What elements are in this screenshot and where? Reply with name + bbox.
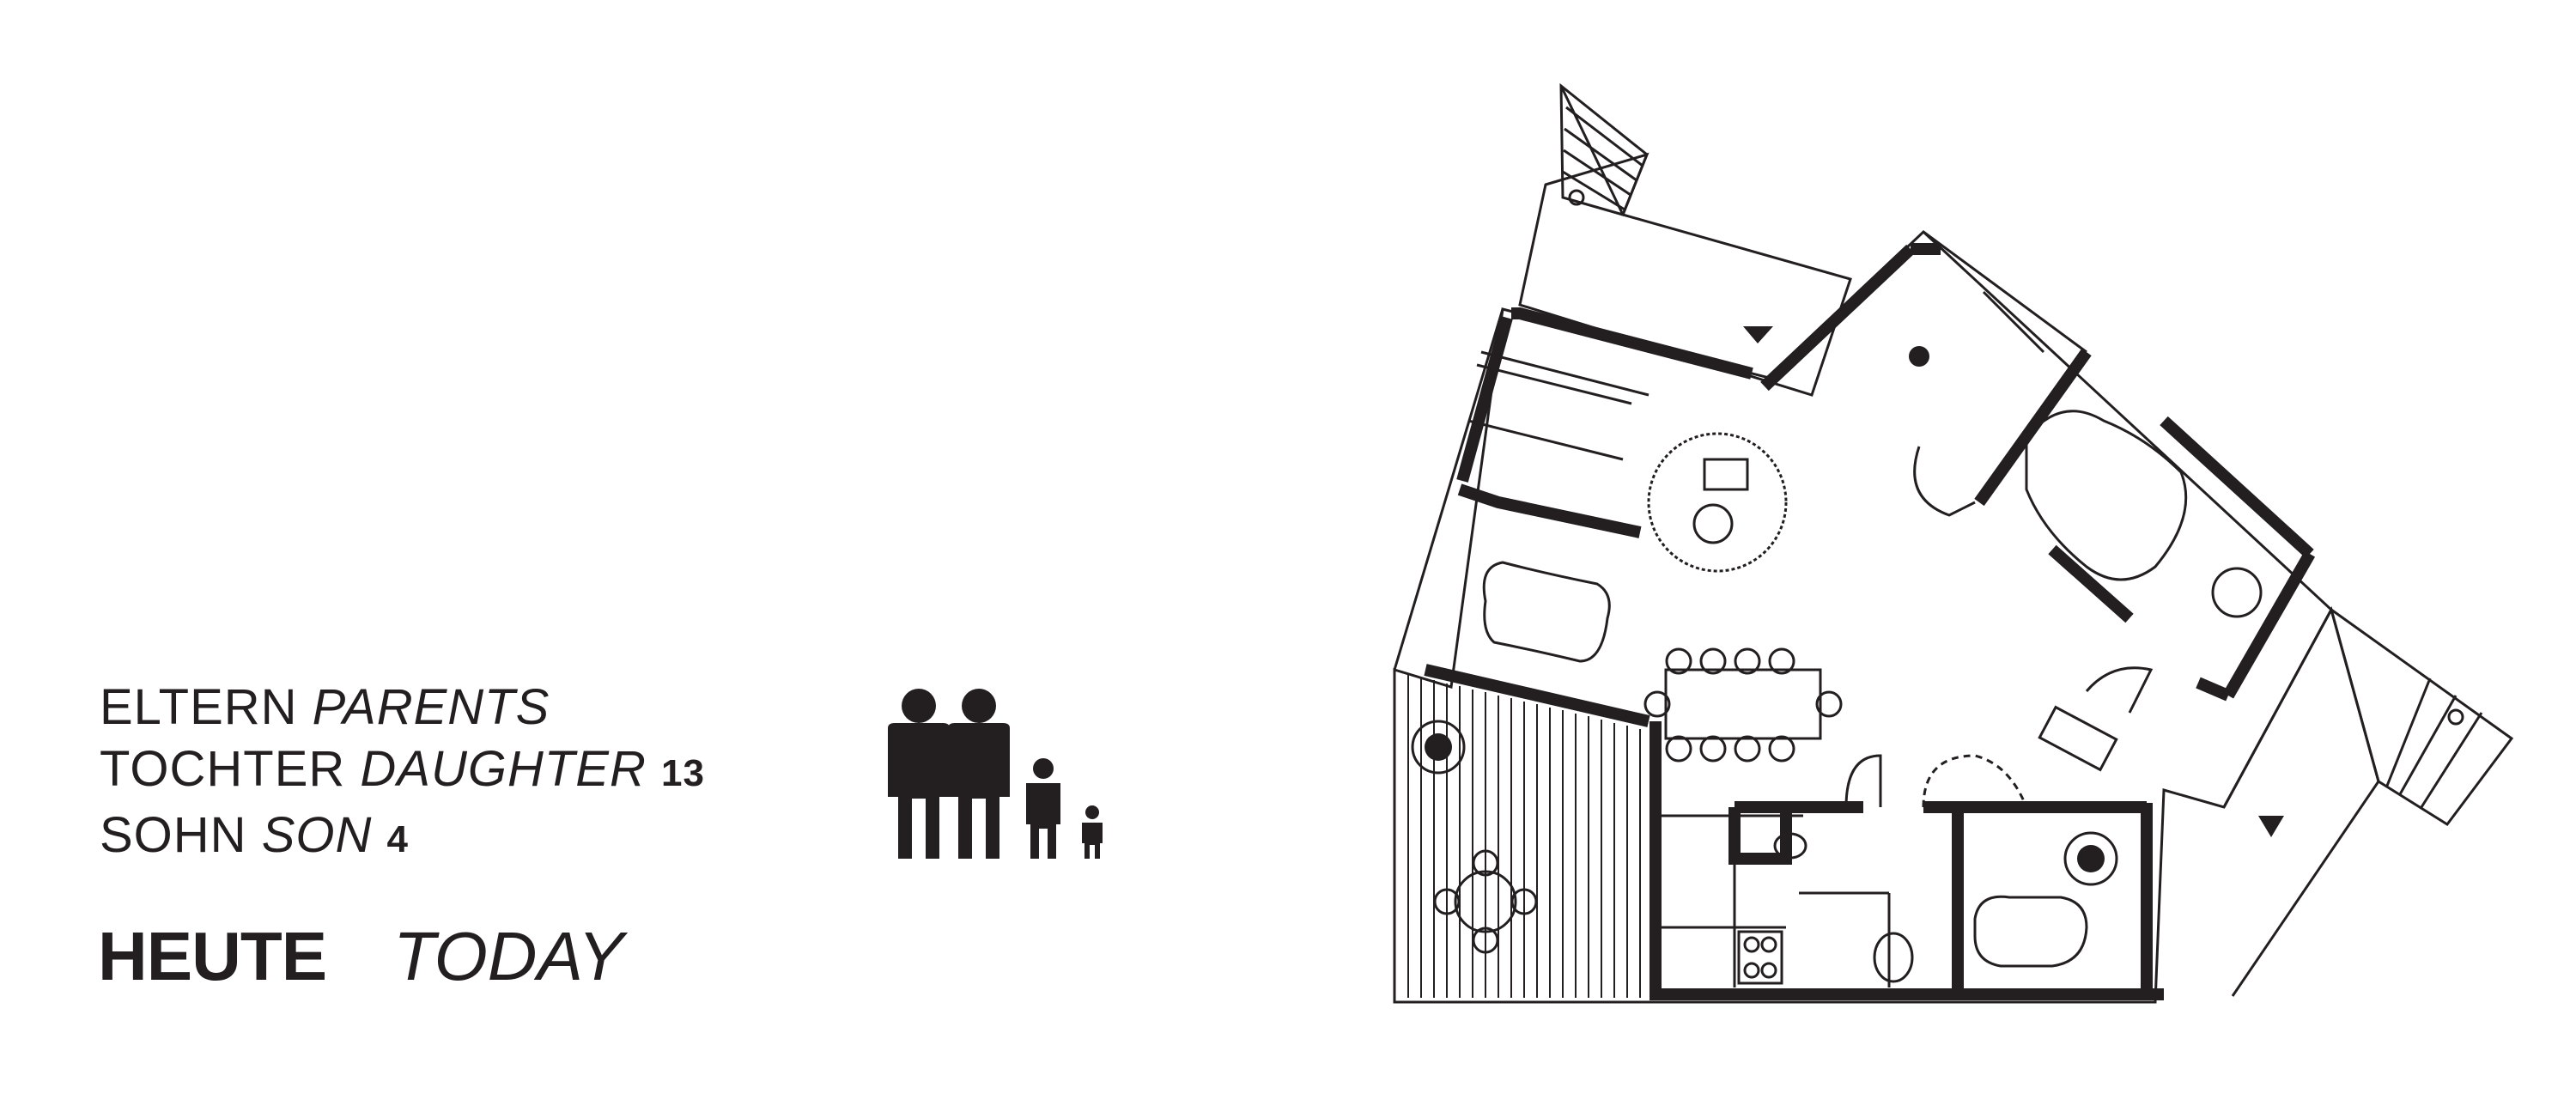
entrance-arrow-icon <box>2258 816 2284 837</box>
chair <box>1699 735 1727 763</box>
door-swing <box>1844 754 1882 808</box>
terrace-chair <box>1433 888 1461 915</box>
terrace-table <box>1454 870 1517 933</box>
toilet-2 <box>1773 832 1807 860</box>
legend-son: SOHN SON 4 <box>100 805 705 871</box>
chair <box>1643 690 1671 718</box>
wall-north <box>1511 307 1753 380</box>
legend: ELTERN PARENTS TOCHTER DAUGHTER 13 SOHN … <box>100 677 705 871</box>
legend-son-de: SOHN <box>100 807 247 863</box>
title-de: HEUTE <box>98 918 327 994</box>
terrace-east <box>2222 606 2380 997</box>
wall-west-outer <box>1393 308 1504 671</box>
bedside-round <box>2211 567 2263 618</box>
wall-bed-south <box>2196 677 2231 702</box>
chair <box>1734 647 1761 675</box>
parent-figure-body <box>948 723 1010 859</box>
legend-parents: ELTERN PARENTS <box>100 677 705 738</box>
closet-line <box>1476 363 1632 405</box>
closet-line <box>1480 350 1649 397</box>
stair-east <box>2329 606 2514 827</box>
chair <box>1665 735 1692 763</box>
armchair <box>1692 503 1734 544</box>
parents-bed <box>2025 410 2188 581</box>
wall-bed-north <box>2160 416 2314 559</box>
chair <box>1665 647 1692 675</box>
chair <box>1699 647 1727 675</box>
house-outline <box>1393 229 2333 1004</box>
legend-son-en: SON <box>261 807 373 863</box>
parent-figure-head <box>962 689 996 723</box>
floor-plan-icon <box>1393 82 2514 1004</box>
chair <box>1734 735 1761 763</box>
entrance-arrow-icon <box>1743 326 1773 343</box>
parent-figure-head <box>902 689 936 723</box>
wall-mid <box>1457 483 1642 538</box>
daughter-figure-head <box>1033 758 1054 779</box>
son-figure-head <box>1085 805 1099 819</box>
small-table <box>1703 458 1749 491</box>
wall-west-upper <box>1456 316 1513 483</box>
bench <box>2038 705 2118 772</box>
study-desk <box>1982 290 2045 354</box>
door-swing <box>1913 446 1976 517</box>
wall-south <box>1649 721 2164 1000</box>
round-rug <box>1647 432 1788 573</box>
stove <box>1737 930 1783 985</box>
legend-daughter: TOCHTER DAUGHTER 13 <box>100 738 705 805</box>
toilet <box>1873 932 1914 983</box>
plant-icon <box>1411 346 2118 886</box>
door-swing <box>1922 754 2028 808</box>
study-line <box>1923 230 2087 354</box>
wall-study-west <box>1760 244 1915 392</box>
closet-line <box>1467 419 1624 461</box>
page-title: HEUTE TODAY <box>98 917 623 996</box>
wall-bed-west <box>2048 544 2134 623</box>
terrace-chair <box>1510 888 1538 915</box>
stair-top <box>1559 82 1649 216</box>
chair <box>1768 647 1795 675</box>
parent-figure-body <box>888 723 950 859</box>
terrace-chair <box>1472 849 1499 877</box>
family-pictogram-icon <box>888 689 1103 859</box>
legend-daughter-en: DAUGHTER <box>360 741 647 797</box>
legend-parents-en: PARENTS <box>312 679 550 735</box>
legend-daughter-de: TOCHTER <box>100 741 346 797</box>
dining-table <box>1664 668 1822 740</box>
legend-daughter-age: 13 <box>661 752 705 794</box>
chair <box>1768 735 1795 763</box>
door-swing <box>2085 666 2154 714</box>
terrace-chair <box>1472 927 1499 954</box>
legend-parents-de: ELTERN <box>100 679 298 735</box>
legend-son-age: 4 <box>386 818 409 860</box>
chair <box>1815 690 1843 718</box>
terrace-decking <box>1407 674 1641 998</box>
wall-bed-east <box>2222 550 2316 699</box>
kid-bed <box>1482 561 1611 663</box>
wall-study-east <box>1974 348 2092 507</box>
daughter-figure-body <box>1026 783 1060 859</box>
son-figure-body <box>1082 823 1103 859</box>
title-en: TODAY <box>393 918 624 994</box>
wall-kid <box>1424 664 1650 727</box>
bathtub <box>1973 895 2088 968</box>
terrace-top <box>1518 152 1852 397</box>
